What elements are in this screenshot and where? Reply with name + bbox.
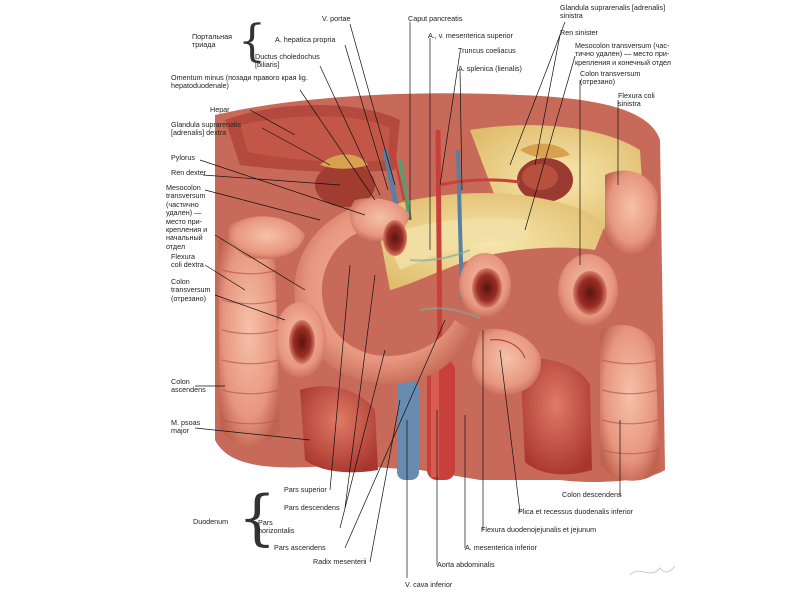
label-mesocolon-dexter: Mesocolon transversum (частично удален) … [166, 183, 208, 251]
label-glandula-sinistra: Glandula suprarenalis [adrenalis] sinist… [560, 3, 666, 21]
label-colon-transversum-left: Colon transversum (отрезано) [171, 277, 211, 303]
label-a-hepatica-propria: A. hepatica propria [275, 35, 336, 44]
colon-descendens [600, 325, 660, 481]
label-colon-ascendens: Colon ascendens [171, 377, 206, 395]
label-omentum-minus: Omentum minus (позади правого края lig. … [171, 73, 308, 91]
leader-lines [194, 21, 621, 578]
duodenum-brace: { [238, 483, 277, 553]
jejunum [471, 328, 541, 395]
flexura-coli-sinistra [605, 170, 658, 254]
label-flexura-duodenojejunalis: Flexura duodenojejunalis et jejunum [481, 525, 597, 534]
label-radix-mesenterii: Radix mesenterii [313, 557, 367, 566]
label-mesocolon-sinister: Mesocolon transversum (час- тично удален… [575, 41, 671, 67]
label-ren-sinister: Ren sinister [560, 28, 598, 37]
label-caput-pancreatis: Caput pancreatis [408, 14, 463, 23]
label-porta-group: Портальная триада [192, 32, 233, 50]
label-mesenterica-superior: A., v. mesenterica superior [428, 31, 513, 40]
signature-mark [629, 565, 676, 576]
label-pylorus: Pylorus [171, 153, 195, 162]
label-hepar: Hepar [210, 105, 230, 114]
porta-brace: { [238, 16, 266, 67]
label-glandula-dextra: Glandula suprarenalis [adrenalis] dextra [171, 120, 241, 138]
label-aorta-abdominalis: Aorta abdominalis [437, 560, 495, 569]
vena-cava [397, 380, 419, 480]
right-kidney [315, 163, 375, 207]
label-pars-superior: Pars superior [284, 485, 327, 494]
label-psoas-major: M. psoas major [171, 418, 201, 436]
label-pars-horizontalis: Pars horizontalis [258, 518, 295, 536]
label-ren-dexter: Ren dexter [171, 168, 207, 177]
label-flexura-coli-sinistra: Flexura coli sinistra [618, 91, 655, 109]
label-v-cava-inferior: V. cava inferior [405, 580, 453, 589]
label-ductus-choledochus: Ductus choledochus [biliaris] [255, 52, 320, 70]
colon-ascendens [218, 235, 280, 445]
label-pars-ascendens: Pars ascendens [274, 543, 326, 552]
label-a-mesenterica-inferior: A. mesenterica inferior [465, 543, 537, 552]
label-v-portae: V. portae [322, 14, 351, 23]
flexura-coli-dextra [228, 216, 305, 260]
duodenum [294, 205, 470, 384]
label-pars-descendens: Pars descendens [284, 503, 340, 512]
label-a-splenica: A. splenica (lienalis) [458, 64, 522, 73]
label-plica-duodenalis: Plica et recessus duodenalis inferior [518, 507, 634, 516]
label-truncus-coeliacus: Truncus coeliacus [458, 46, 516, 55]
label-flexura-coli-dextra: Flexura coli dextra [171, 252, 204, 270]
label-colon-descendens: Colon descendens [562, 490, 622, 499]
label-duodenum-group: Duodenum [193, 517, 229, 526]
psoas-major [300, 386, 378, 473]
label-colon-transversum-right: Colon transversum (отрезано) [580, 69, 641, 87]
